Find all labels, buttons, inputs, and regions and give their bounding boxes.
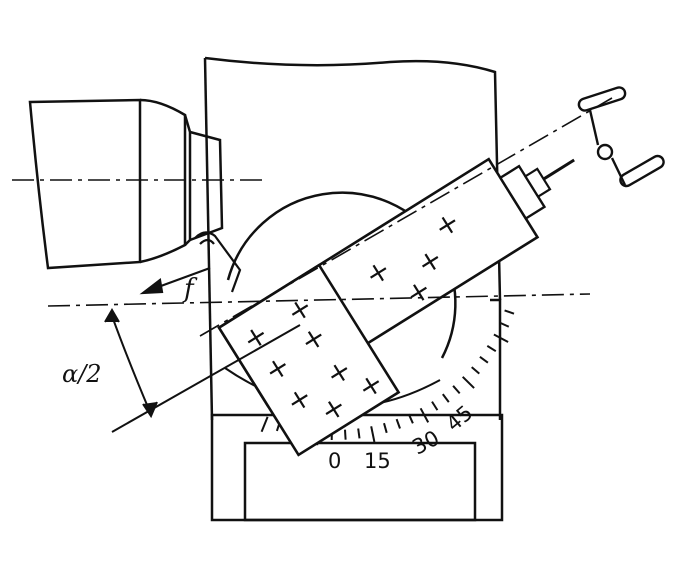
scale-tick	[383, 422, 388, 434]
tool-tip	[194, 231, 242, 293]
cross-mark	[441, 216, 454, 234]
cross-mark	[413, 284, 425, 301]
scale-tick	[471, 366, 480, 375]
scale-tick	[357, 428, 361, 439]
crank-handle[interactable]	[577, 86, 665, 188]
compound-axis-line	[199, 97, 613, 337]
scale-tick	[499, 321, 510, 328]
cross-mark	[294, 301, 306, 319]
cross-mark	[333, 364, 345, 382]
horizontal-reference-line	[47, 293, 591, 307]
scale-tick	[260, 416, 269, 433]
feed-arrow	[139, 266, 211, 295]
headstock-chuck	[28, 98, 224, 270]
inclined-reference-line	[111, 324, 301, 433]
cross-mark	[272, 360, 284, 378]
scale-tick	[504, 309, 515, 315]
scale-label-0: 0	[328, 449, 341, 473]
scale-tick	[479, 355, 489, 364]
cross-mark	[328, 401, 340, 418]
scale-label-30: 30	[408, 426, 443, 460]
scale-tick	[419, 407, 430, 423]
scale-label-45: 45	[442, 401, 478, 437]
feed-label: f	[182, 274, 198, 304]
scale-tick	[431, 401, 439, 411]
scale-tick	[407, 413, 414, 424]
scale-tick	[452, 385, 461, 395]
scale-tick	[461, 376, 475, 389]
cross-mark	[250, 329, 262, 346]
cross-mark	[307, 331, 320, 348]
scale-tick	[395, 418, 401, 429]
scale-tick	[441, 393, 450, 403]
cross-mark	[365, 377, 377, 395]
scale-tick	[344, 429, 347, 440]
scale-tick	[486, 345, 497, 353]
compound-rest	[217, 157, 575, 457]
cross-mark	[293, 391, 306, 409]
cross-mark	[372, 264, 384, 282]
cross-mark	[424, 253, 436, 270]
scale-label-15: 15	[364, 449, 391, 473]
saddle-body	[203, 56, 504, 522]
scale-tick	[493, 333, 509, 343]
clamp-bolt-marks	[247, 216, 456, 418]
scale-tick	[370, 426, 376, 443]
angle-dimension	[104, 308, 158, 419]
angle-label: α/2	[62, 360, 102, 388]
